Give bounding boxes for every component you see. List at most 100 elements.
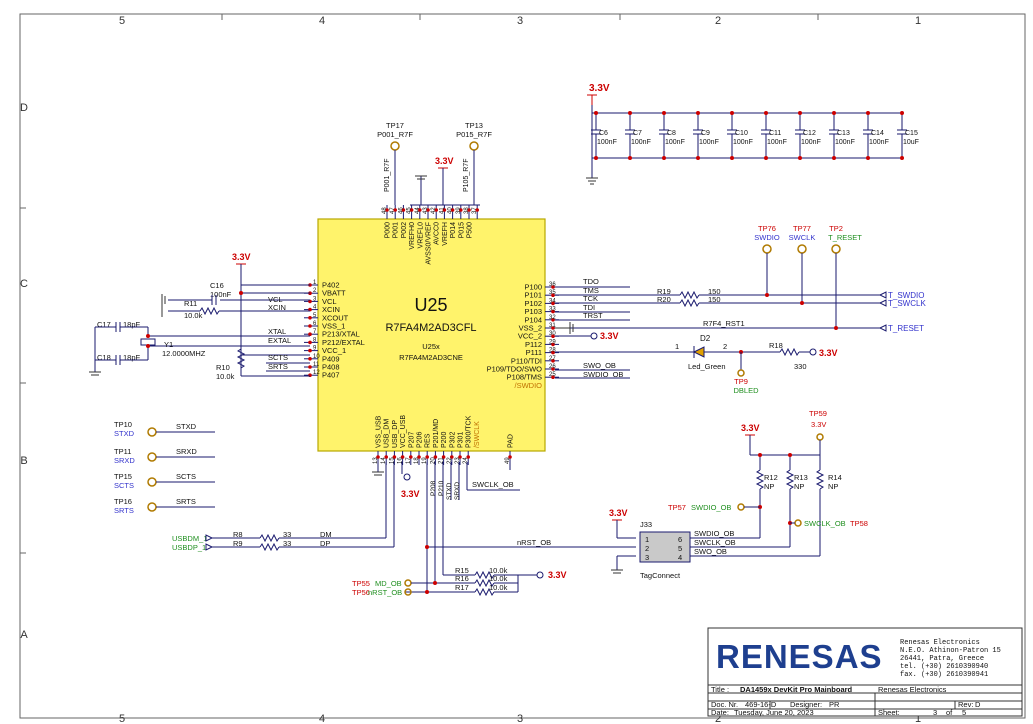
power-label-led: 3.3V bbox=[819, 348, 838, 358]
power-label-r12: 3.3V bbox=[741, 423, 760, 433]
pin-number-bottom: 18 bbox=[414, 457, 420, 464]
junction-node bbox=[832, 111, 836, 115]
cap-val-c14: 100nF bbox=[869, 139, 889, 146]
pin-number-top: 47 bbox=[390, 207, 396, 214]
pin-number-top: 41 bbox=[439, 207, 445, 214]
pin-number-right: 29 bbox=[549, 339, 556, 345]
pin-node bbox=[433, 455, 438, 459]
power-label-vccusb: 3.3V bbox=[401, 489, 420, 499]
tp9-net: DBLED bbox=[733, 386, 759, 395]
pin-number-top: 38 bbox=[464, 207, 470, 214]
cap-val-c12: 100nF bbox=[801, 139, 821, 146]
company-line-2: N.E.O. Athinon-Patron 15 bbox=[900, 647, 1001, 655]
j33-pin-6: 6 bbox=[678, 535, 682, 544]
tp55-ref: TP55 bbox=[352, 579, 370, 588]
j33-pin-1: 1 bbox=[645, 535, 649, 544]
pin-number-left: 11 bbox=[313, 362, 320, 368]
pin-node bbox=[308, 357, 312, 361]
junction-node bbox=[866, 111, 870, 115]
pin-name-bottom: PAD bbox=[508, 434, 515, 448]
junction-node bbox=[628, 111, 632, 115]
pin-number-bottom: 21 bbox=[439, 457, 445, 464]
pin-name-top: AVCC0 bbox=[434, 222, 441, 245]
designer-value: PR bbox=[829, 700, 840, 709]
tp77-ref: TP77 bbox=[793, 224, 811, 233]
pin-number-bottom: 23 bbox=[455, 457, 461, 464]
junction-node bbox=[594, 156, 598, 160]
pin-node bbox=[308, 365, 312, 369]
c16-val: 100nF bbox=[210, 290, 232, 299]
title-value: DA1459x DevKit Pro Mainboard bbox=[740, 685, 853, 694]
net-dm: DM bbox=[320, 530, 332, 539]
pin-number-bottom: 19 bbox=[422, 457, 428, 464]
cap-ref-c9: C9 bbox=[701, 130, 710, 137]
net-swo-ob-j: SWO_OB bbox=[694, 547, 727, 556]
r17-ref: R17 bbox=[455, 583, 469, 592]
junction-node bbox=[594, 111, 598, 115]
pin-node bbox=[442, 208, 447, 212]
col-label-4-bottom: 4 bbox=[319, 713, 325, 724]
net-usbdm: USBDM_1 bbox=[172, 534, 207, 543]
r16-val: 10.0k bbox=[489, 574, 508, 583]
col-label-3: 3 bbox=[517, 15, 523, 27]
rev-label: Rev: bbox=[958, 700, 973, 709]
pin-name-top: VREFH0 bbox=[409, 222, 416, 250]
pin-name-top: P014 bbox=[450, 222, 457, 238]
frame-ticks bbox=[20, 14, 819, 554]
r14-ref: R14 bbox=[828, 473, 842, 482]
tp17-ref: TP17 bbox=[386, 121, 404, 130]
tp13-net: P015_R7F bbox=[456, 130, 492, 139]
net-swclk-ob-j: SWCLK_OB bbox=[694, 538, 736, 547]
cap-bank-marks: C6100nFC7100nFC8100nFC9100nFC10100nFC111… bbox=[591, 111, 919, 160]
pin-node bbox=[459, 208, 463, 212]
net-xtal: XTAL bbox=[268, 327, 286, 336]
pin-node bbox=[393, 208, 398, 212]
net-swdio-ob-j: SWDIO_OB bbox=[694, 529, 734, 538]
tp17-net: P001_R7F bbox=[377, 130, 413, 139]
pin-node bbox=[434, 208, 439, 212]
company-line-4: tel. (+30) 2610390940 bbox=[900, 663, 988, 671]
pin-node bbox=[551, 367, 555, 371]
junction-node bbox=[696, 156, 700, 160]
r12-ref: R12 bbox=[764, 473, 778, 482]
tp17-pad bbox=[390, 141, 400, 151]
pin-node bbox=[384, 455, 389, 459]
pin-node bbox=[441, 455, 446, 459]
d2-val: Led_Green bbox=[688, 362, 726, 371]
net-vcl: VCL bbox=[268, 295, 283, 304]
tp10-ref: TP10 bbox=[114, 420, 132, 429]
j33-pin-5: 5 bbox=[678, 544, 682, 553]
c17-ref: C17 bbox=[97, 320, 111, 329]
docnr-label: Doc. Nr. bbox=[711, 700, 738, 709]
r8-val: 33 bbox=[283, 530, 291, 539]
net-scts-tp: SCTS bbox=[176, 472, 196, 481]
pin-node bbox=[426, 208, 430, 212]
cap-ref-c6: C6 bbox=[599, 130, 608, 137]
pin-number-top: 46 bbox=[398, 207, 404, 214]
company-line-1: Renesas Electronics bbox=[900, 639, 980, 647]
gnd-symbol-crystal bbox=[89, 371, 101, 376]
cap-ref-c13: C13 bbox=[837, 130, 850, 137]
pin-number-top: 44 bbox=[415, 207, 421, 214]
pin-node bbox=[551, 375, 555, 380]
pin-node bbox=[551, 309, 555, 314]
pin-number-top: 39 bbox=[456, 207, 462, 214]
pin-name-bottom: VSS_USB bbox=[376, 415, 383, 448]
pin-node bbox=[450, 208, 455, 212]
col-label-2: 2 bbox=[715, 15, 721, 27]
pin-node bbox=[425, 455, 430, 459]
cap-val-c9: 100nF bbox=[699, 139, 719, 146]
net-rst: R7F4_RST1 bbox=[703, 319, 745, 328]
pin-node bbox=[400, 455, 405, 459]
pin-number-left: 1 bbox=[313, 280, 317, 286]
pin-name-bottom: P302 bbox=[449, 432, 456, 448]
col-label-3-bottom: 3 bbox=[517, 713, 523, 724]
pin-number-bottom: 13 bbox=[373, 457, 379, 464]
net-dp: DP bbox=[320, 539, 330, 548]
jtag-swd-circuit: TDO TMS TCK TDI TRST R19 R20 150 150 T_S… bbox=[555, 224, 926, 395]
gnd-symbol-top bbox=[415, 175, 427, 180]
tp76-net: SWDIO bbox=[754, 233, 780, 242]
pin-node bbox=[551, 342, 555, 347]
pin-node bbox=[551, 326, 555, 330]
cap-ref-c11: C11 bbox=[769, 130, 781, 137]
